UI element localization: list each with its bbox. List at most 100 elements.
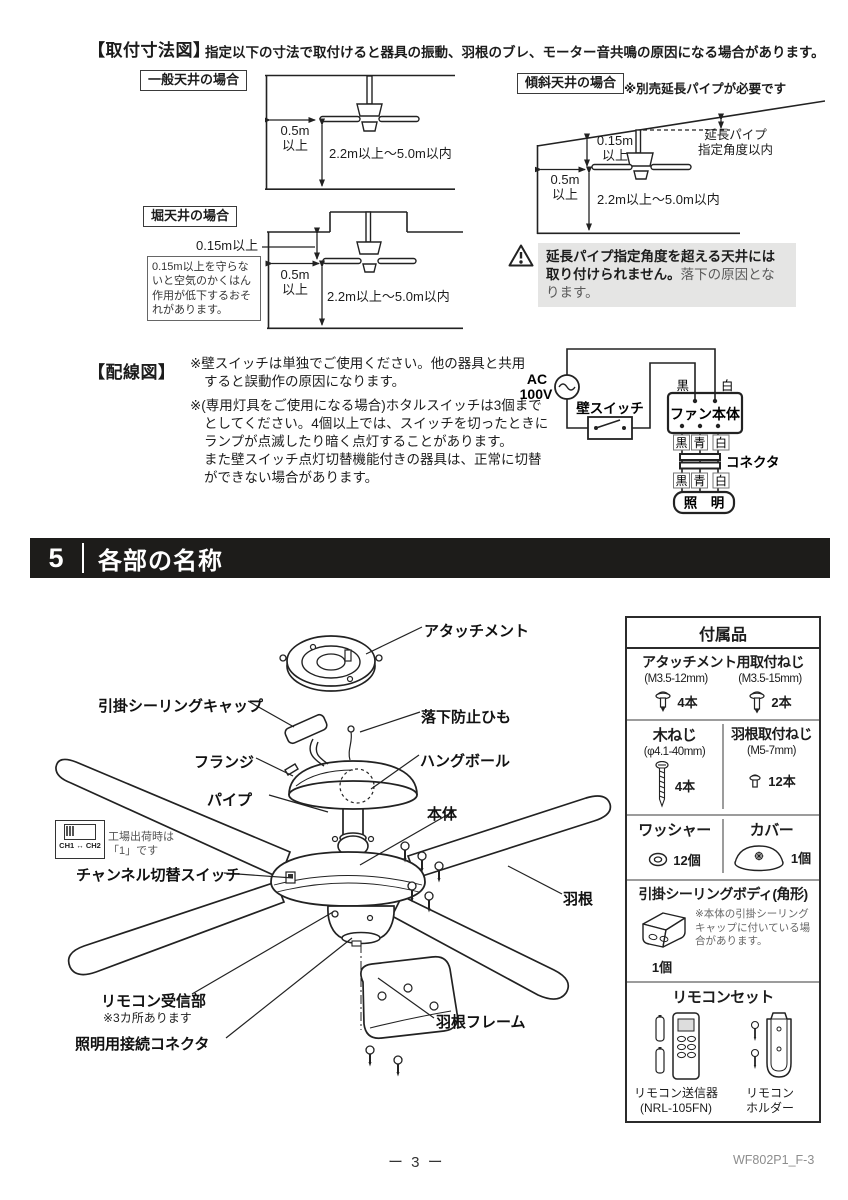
truss-screw-icon: [655, 691, 671, 712]
sloped-ceiling-note: ※別売延長パイプが必要です: [624, 82, 787, 96]
accessory-remote-set: リモコンセット: [627, 983, 819, 1121]
washer-icon: [649, 852, 668, 867]
connector-label: コネクタ: [726, 455, 779, 470]
accessory-blade-screw: 羽根取付ねじ (M5-7mm) 12本: [724, 724, 819, 809]
accessory-size: (φ4.1-40mm): [643, 746, 706, 758]
wire-white-top-label: 白: [721, 378, 734, 393]
dimension-section-desc: 指定以下の寸法で取付けると器具の振動、羽根のブレ、モーター音共鳴の原因になる場合…: [205, 45, 825, 60]
light-label: 照 明: [684, 496, 725, 511]
part-label-safety-cord: 落下防止ひも: [421, 709, 512, 726]
part-label-pipe: パイプ: [207, 792, 253, 809]
factory-setting-note: 工場出荷時は 「1」です: [108, 831, 174, 858]
ac-label: AC: [527, 371, 547, 387]
wire-blue-mid-label: 青: [693, 436, 705, 450]
part-label-blade-frame: 羽根フレーム: [436, 1014, 526, 1031]
general-side-dim: 0.5m 以上: [280, 123, 310, 154]
part-label-body: 本体: [427, 806, 458, 823]
accessory-count: 4本: [677, 694, 698, 710]
wire-white-mid-label: 白: [715, 435, 727, 450]
accessory-name: ワッシャー: [638, 822, 711, 839]
section5-title: 各部の名称: [98, 547, 223, 575]
holder-screw-icons: [750, 1020, 760, 1069]
accessory-name: 引掛シーリングボディ(角形): [638, 886, 808, 902]
accessories-panel: 付属品 アタッチメント用取付ねじ (M3.5-12mm) 4本 (M3.5-15…: [625, 616, 821, 1123]
accessory-size: (M3.5-15mm): [738, 673, 802, 685]
wall-switch-label: 壁スイッチ: [576, 400, 644, 416]
accessory-name: カバー: [749, 822, 794, 839]
wood-screw-icon: [655, 761, 669, 808]
wire-black-top-label: 黒: [676, 379, 689, 393]
sloped-angle-label: 延長パイプ 指定角度以内: [697, 128, 773, 157]
dimension-section-title: 【取付寸法図】: [88, 41, 211, 60]
wiring-circuit-diagram: AC 100V 壁スイッチ 黒 白 ファン本体 黒 青 白 コネクタ 黒 青 白: [520, 348, 779, 515]
accessory-count: 1個: [790, 851, 812, 866]
battery-icons: [655, 1015, 665, 1074]
wiring-note-2: ※(専用灯具をご使用になる場合)ホタルスイッチは3個までとしてください。4個以上…: [190, 398, 549, 486]
remote-transmitter-icon: [672, 1012, 700, 1080]
part-label-channel-switch: チャンネル切替スイッチ: [76, 867, 241, 884]
recessed-ceiling-tag: 堀天井の場合: [143, 206, 238, 228]
sloped-height-dim: 2.2m以上〜5.0m以内: [597, 192, 720, 207]
column-divider: [722, 819, 724, 873]
fan-body-label: ファン本体: [670, 406, 741, 422]
accessory-attachment-screws: アタッチメント用取付ねじ (M3.5-12mm) 4本 (M3.5-15mm) …: [627, 649, 819, 721]
ac-voltage-label: 100V: [520, 386, 553, 402]
accessory-note: ※本体の引掛シーリングキャップに付いている場合があります。: [695, 908, 811, 948]
wire-black-mid-label: 黒: [675, 436, 687, 450]
accessory-name: 木ねじ: [652, 727, 697, 744]
part-label-flange: フランジ: [194, 754, 255, 771]
accessory-screws-row: 木ねじ (φ4.1-40mm) 4本 羽根取付ねじ (M5-7mm) 12本: [627, 721, 819, 816]
recessed-side-dim: 0.5m 以上: [280, 267, 310, 298]
warning-text-bold: 延長パイプ指定角度を超える天井には取り付けられません。: [546, 249, 776, 282]
wire-blue-bot-label: 青: [693, 474, 705, 488]
document-code: WF802P1_F-3: [733, 1153, 815, 1167]
warning-text-rest: 落下の原因となります。: [546, 266, 775, 300]
accessory-washer-cover-row: ワッシャー 12個 カバー 1個: [627, 816, 819, 881]
warning-text: 延長パイプ指定角度を超える天井には取り付けられません。落下の原因となります。: [538, 243, 796, 308]
general-ceiling-diagram: [265, 74, 455, 190]
recessed-ceiling-diagram: [262, 211, 463, 330]
accessories-title: 付属品: [627, 618, 819, 649]
part-label-light-connector: 照明用接続コネクタ: [75, 1036, 210, 1053]
holder-label: リモコン ホルダー: [745, 1086, 794, 1115]
channel-switch-row: CH1 ↔ CH2: [59, 841, 101, 850]
accessory-count: 12本: [768, 774, 796, 789]
accessory-size: (M3.5-12mm): [644, 673, 708, 685]
wiring-note-1: ※壁スイッチは単独でご使用ください。他の器具と共用すると誤動作の原因になります。: [190, 356, 526, 390]
accessory-name: 羽根取付ねじ: [731, 726, 813, 742]
part-label-ceiling-cap: 引掛シーリングキャップ: [98, 698, 264, 715]
part-label-attachment: アタッチメント: [424, 623, 530, 640]
section5-divider: [82, 543, 84, 573]
recessed-top-dim: 0.15m以上: [196, 238, 259, 253]
recessed-height-dim: 2.2m以上〜5.0m以内: [327, 289, 450, 304]
accessory-wood-screw: 木ねじ (φ4.1-40mm) 4本: [627, 724, 722, 809]
general-height-dim: 2.2m以上〜5.0m以内: [329, 146, 452, 161]
accessory-count: 1個: [651, 960, 673, 975]
cover-icon: [734, 845, 784, 872]
pan-screw-icon: [749, 773, 761, 788]
warning-icon: [508, 244, 534, 267]
sloped-ceiling-diagram: [535, 100, 825, 235]
part-label-receiver: リモコン受信部: [101, 993, 207, 1010]
accessory-ceiling-body: 引掛シーリングボディ(角形) 1個 ※本体の引掛シーリングキャップに付いている場…: [627, 881, 819, 983]
recessed-note-box: 0.15m以上を守らないと空気のかくはん作用が低下するおそれがあります。: [147, 256, 261, 322]
accessory-size: (M5-7mm): [746, 745, 797, 757]
sloped-side-dim: 0.5m 以上: [550, 172, 580, 203]
accessory-name: アタッチメント用取付ねじ: [642, 654, 805, 670]
channel-switch-icon: [64, 824, 96, 840]
accessory-count: 4本: [674, 778, 696, 794]
transmitter-label: リモコン送信器 (NRL-105FN): [633, 1086, 718, 1115]
part-label-receiver-note: ※3カ所あります: [103, 1011, 192, 1025]
accessory-count: 12個: [673, 853, 701, 868]
accessory-washer: ワッシャー 12個: [627, 819, 722, 873]
sloped-top-dim: 0.15m 以上: [596, 133, 634, 164]
wire-white-bot-label: 白: [715, 473, 727, 488]
sloped-ceiling-tag: 傾斜天井の場合: [517, 73, 625, 95]
fan-parts-diagram: [55, 626, 612, 1078]
part-label-hang-ball: ハングボール: [420, 753, 511, 770]
truss-screw-icon: [749, 691, 765, 714]
accessory-count: 2本: [771, 694, 792, 710]
wiring-section-title: 【配線図】: [88, 363, 176, 382]
channel-switch-inset: CH1 ↔ CH2: [55, 820, 105, 859]
